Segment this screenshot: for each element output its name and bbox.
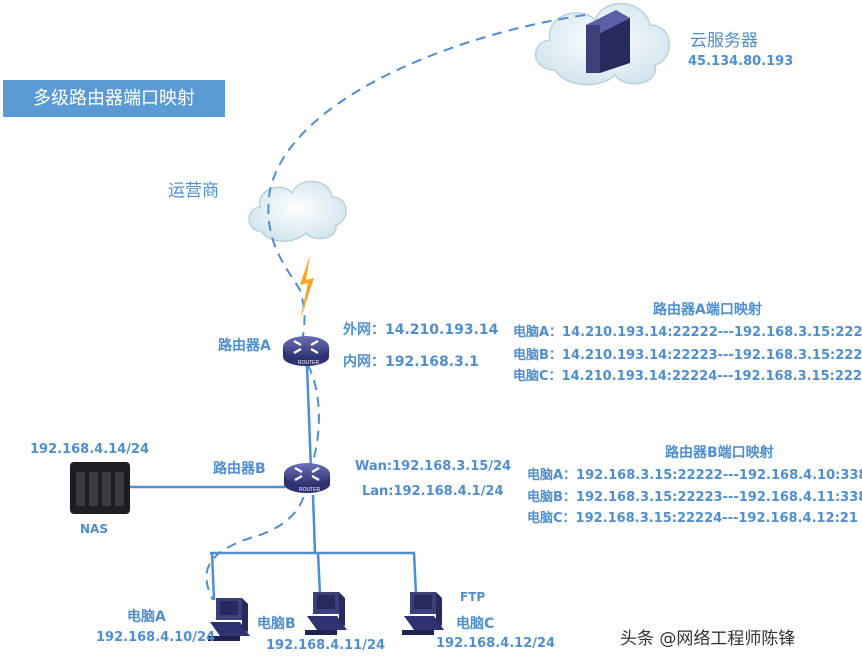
router-a-icon: ROUTER — [281, 334, 331, 368]
page-title: 多级路由器端口映射 — [3, 80, 225, 117]
pc-a-ip: 192.168.4.10/24 — [96, 630, 216, 645]
isp-cloud — [248, 180, 347, 242]
router-b-label: 路由器B — [213, 461, 266, 477]
pc-a-label: 电脑A — [127, 609, 166, 625]
cloud-server-label: 云服务器 — [690, 31, 758, 51]
svg-text:ROUTER: ROUTER — [299, 487, 321, 493]
pc-b-icon — [305, 592, 347, 635]
mapping-b-row: 电脑B：192.168.3.15:22223---192.168.4.11:33… — [527, 490, 862, 505]
mapping-a-row: 电脑C：14.210.193.14:22224---192.168.3.15:2… — [513, 369, 862, 384]
mapping-b-row: 电脑A：192.168.3.15:22222---192.168.4.10:33… — [527, 468, 862, 483]
router-b-lan: Lan:192.168.4.1/24 — [362, 484, 504, 499]
server-icon — [586, 10, 630, 73]
isp-label: 运营商 — [168, 181, 219, 201]
lightning-icon — [300, 255, 314, 320]
nas-label: NAS — [80, 522, 108, 536]
pc-b-ip: 192.168.4.11/24 — [266, 638, 386, 653]
mapping-a-row: 电脑B：14.210.193.14:22223---192.168.3.15:2… — [513, 348, 862, 363]
pc-c-tag: FTP — [460, 590, 486, 604]
pc-b-label: 电脑B — [257, 616, 296, 632]
svg-text:ROUTER: ROUTER — [298, 360, 320, 366]
mapping-a-title: 路由器A端口映射 — [653, 302, 762, 318]
cloud-server-ip: 45.134.80.193 — [688, 54, 794, 69]
mapping-b-row: 电脑C：192.168.3.15:22224---192.168.4.12:21 — [527, 511, 858, 526]
router-b-wan: Wan:192.168.3.15/24 — [355, 459, 512, 474]
mapping-a-row: 电脑A：14.210.193.14:22222---192.168.3.15:2… — [513, 325, 862, 340]
router-a-lan: 内网：192.168.3.1 — [343, 354, 479, 370]
nas-icon — [70, 462, 130, 514]
router-a-label: 路由器A — [218, 338, 271, 354]
nas-ip: 192.168.4.14/24 — [30, 442, 150, 457]
router-b-icon: ROUTER — [282, 461, 332, 495]
watermark: 头条 @网络工程师陈锋 — [620, 629, 796, 649]
network-cables — [130, 364, 418, 601]
pc-c-ip: 192.168.4.12/24 — [436, 636, 556, 651]
router-a-wan: 外网：14.210.193.14 — [343, 322, 499, 338]
mapping-b-title: 路由器B端口映射 — [665, 445, 774, 461]
pc-c-icon — [402, 592, 444, 635]
pc-c-label: 电脑C — [456, 616, 495, 632]
